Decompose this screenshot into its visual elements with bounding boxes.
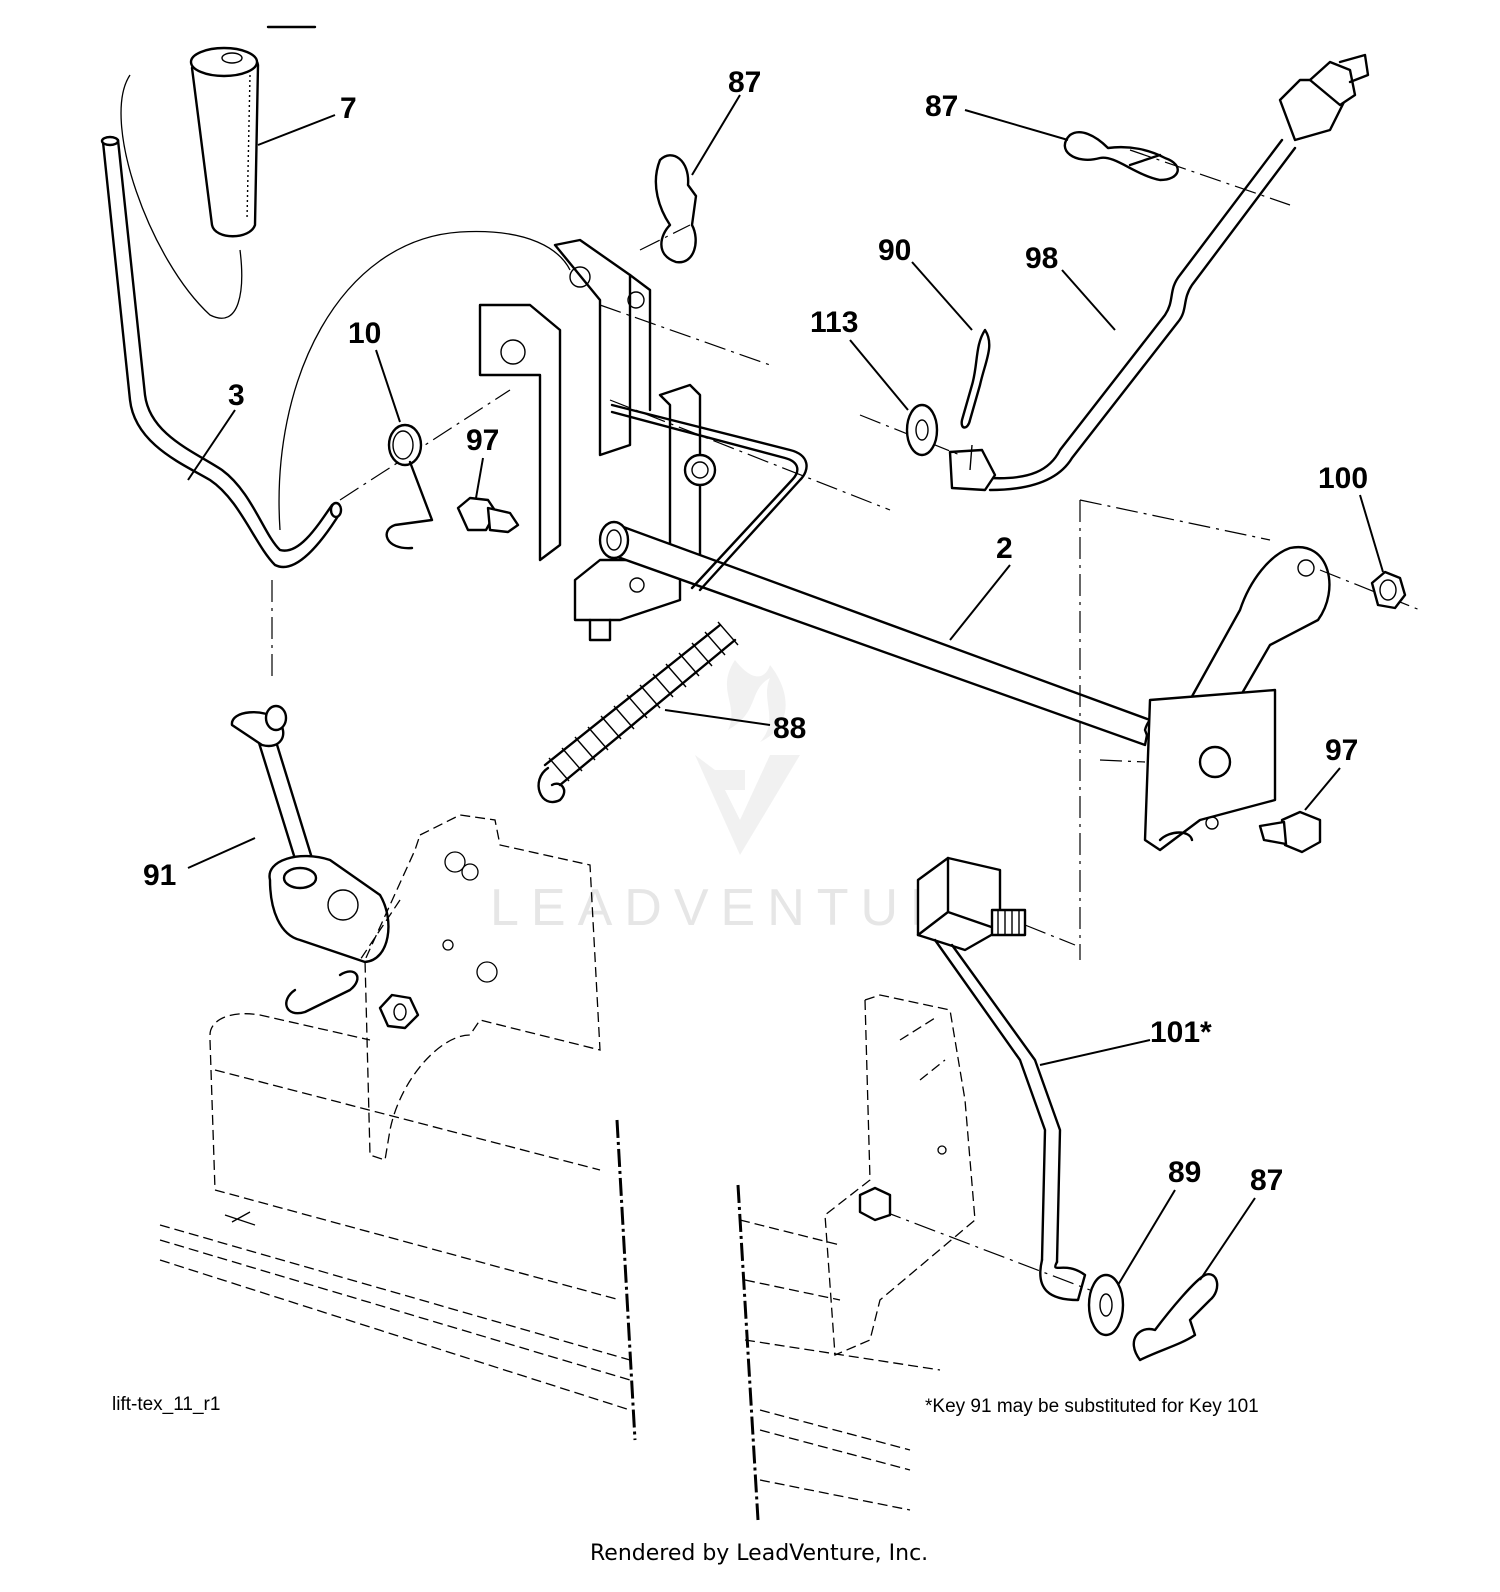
part-7-handle-grip — [189, 25, 317, 238]
footnote: *Key 91 may be substituted for Key 101 — [925, 1396, 1259, 1417]
part-87-hairpin-clip-top-right — [1063, 131, 1179, 182]
callout-100: 100 — [1318, 462, 1368, 495]
watermark-logo — [695, 660, 800, 855]
part-98-adjustment-rod — [948, 53, 1370, 492]
deck-hanger-right — [824, 994, 976, 1356]
part-101-lift-link-right — [916, 856, 1087, 1302]
part-88-extension-spring — [537, 621, 739, 804]
leader-lines — [187, 94, 1384, 1286]
callout-97-right: 97 — [1325, 734, 1358, 767]
part-97-bolt-left — [456, 496, 520, 534]
callout-91: 91 — [143, 859, 176, 892]
callout-87-upper: 87 — [728, 66, 761, 99]
part-113-washer — [905, 403, 939, 457]
callout-2: 2 — [996, 532, 1013, 565]
callout-10: 10 — [348, 317, 381, 350]
callout-88: 88 — [773, 712, 806, 745]
callout-113: 113 — [810, 306, 858, 339]
hairpin-and-nut-left — [285, 970, 420, 1030]
mower-deck-left-ghost — [159, 1013, 631, 1411]
part-2-lift-shaft — [598, 520, 1152, 747]
part-91-lift-link-left — [230, 704, 390, 964]
part-87-hairpin-clip-upper — [654, 154, 698, 264]
part-97-bolt-right — [1258, 810, 1322, 854]
callout-7: 7 — [340, 92, 357, 125]
callout-101: 101* — [1150, 1016, 1212, 1049]
part-100-hex-nut — [1370, 570, 1407, 610]
drawing-id: lift-tex_11_r1 — [112, 1394, 220, 1415]
lift-arm-right — [1143, 545, 1331, 852]
render-credit: Rendered by LeadVenture, Inc. — [590, 1541, 928, 1566]
callout-3: 3 — [228, 379, 245, 412]
callout-87-top-right: 87 — [925, 90, 958, 123]
part-89-washer — [1087, 1273, 1125, 1337]
callout-98: 98 — [1025, 242, 1058, 275]
part-10-torsion-spring — [385, 423, 434, 550]
watermark-text: LEADVENTURE — [490, 879, 1006, 937]
callout-97-left: 97 — [466, 424, 499, 457]
part-90-cotter-pin — [960, 328, 991, 471]
part-87-hairpin-clip-lower — [1132, 1273, 1219, 1362]
part-3-lift-lever — [100, 135, 343, 569]
deck-hanger-left — [359, 814, 601, 1161]
callout-87-lower: 87 — [1250, 1164, 1283, 1197]
callout-90: 90 — [878, 234, 911, 267]
callout-89: 89 — [1168, 1156, 1201, 1189]
